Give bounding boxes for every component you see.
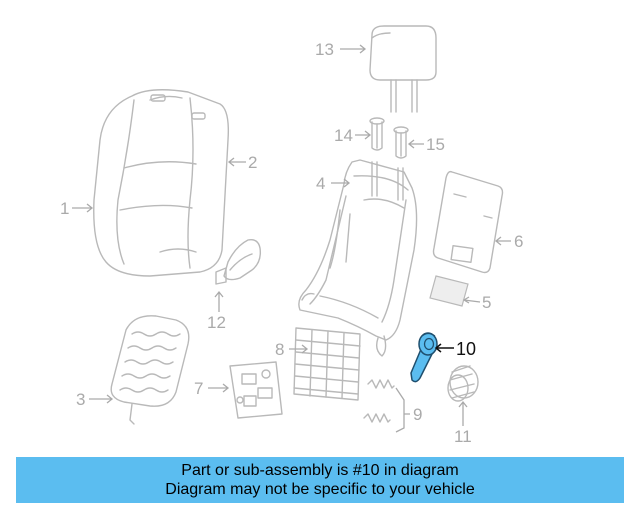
part-14-guide — [369, 117, 385, 151]
callout-2: 2 — [248, 153, 257, 172]
callout-8: 8 — [275, 340, 284, 359]
callout-9: 9 — [413, 405, 422, 424]
part-7-lumbar-mechanism — [229, 361, 283, 419]
leader-lines — [72, 44, 511, 433]
callout-15: 15 — [426, 135, 445, 154]
info-banner: Part or sub-assembly is #10 in diagram D… — [16, 457, 624, 503]
part-8-spring-grid — [293, 327, 361, 401]
callout-3: 3 — [76, 390, 85, 409]
callout-4: 4 — [316, 174, 325, 193]
part-5-patch — [429, 275, 469, 307]
part-4-seatback-frame — [298, 159, 418, 357]
callout-5: 5 — [482, 293, 491, 312]
part-10-recliner-handle[interactable] — [410, 332, 438, 383]
part-11-knob — [447, 365, 479, 402]
part-3-lumbar-mat — [110, 315, 190, 425]
callout-6: 6 — [514, 232, 523, 251]
callout-14: 14 — [334, 126, 353, 145]
part-12-bracket — [215, 238, 262, 285]
parts-diagram: 13 14 15 4 2 1 6 5 12 8 3 7 9 11 10 — [60, 25, 523, 446]
part-1-seatback-cover — [93, 89, 230, 277]
callout-12: 12 — [207, 313, 226, 332]
callout-10: 10 — [456, 339, 476, 359]
callout-1: 1 — [60, 199, 69, 218]
part-13-headrest — [369, 25, 437, 113]
part-15-guide — [393, 126, 409, 159]
callout-13: 13 — [315, 40, 334, 59]
banner-line-1: Part or sub-assembly is #10 in diagram — [181, 462, 459, 479]
part-6-back-panel — [432, 170, 504, 274]
banner-line-2: Diagram may not be specific to your vehi… — [165, 481, 475, 498]
part-9-springs — [363, 379, 395, 423]
callout-7: 7 — [194, 379, 203, 398]
callout-labels: 13 14 15 4 2 1 6 5 12 8 3 7 9 11 10 — [60, 40, 523, 446]
callout-11: 11 — [454, 427, 472, 446]
